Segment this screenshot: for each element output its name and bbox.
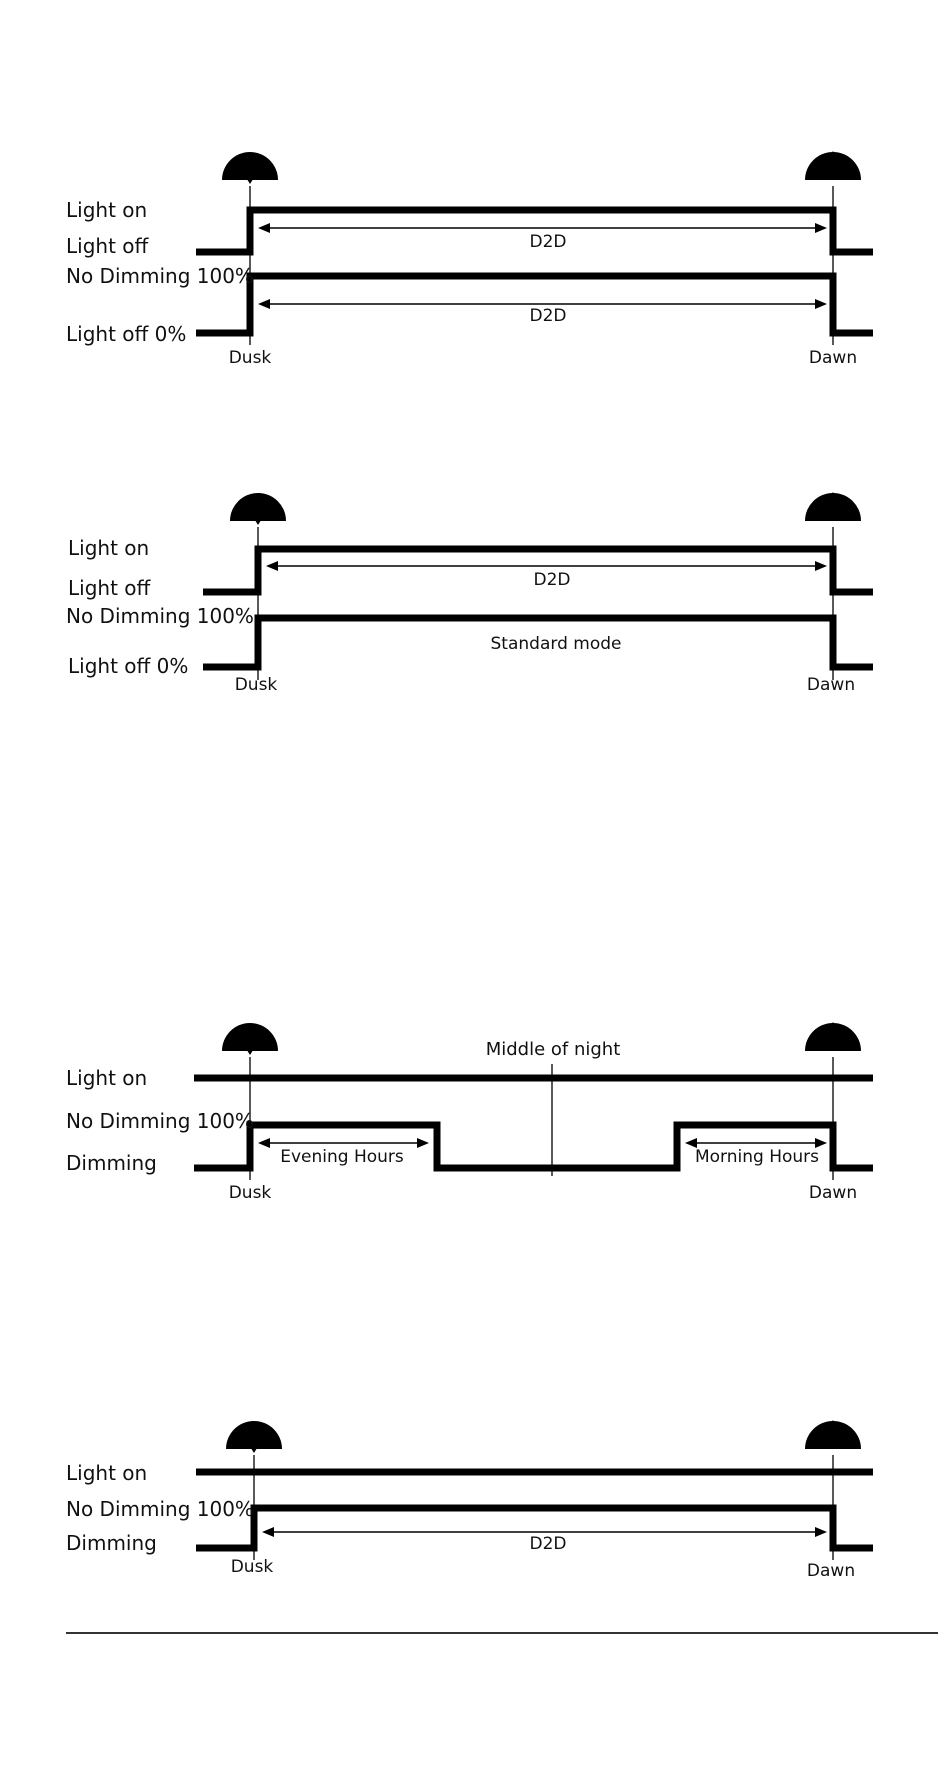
arrowhead-left [266, 561, 278, 571]
arrowhead-left [258, 299, 270, 309]
dawn-label: Dawn [809, 1183, 857, 1203]
arrowhead-right [815, 223, 827, 233]
row-label: Light on [68, 536, 149, 560]
arrowhead-left [262, 1527, 274, 1537]
sunrise-icon [787, 1009, 879, 1051]
row-label: Dimming [66, 1531, 157, 1555]
panel-2: D2D Standard mode Light on Light off No … [66, 479, 879, 695]
arrowhead-right [815, 1527, 827, 1537]
sunset-icon [208, 1407, 300, 1453]
row-label: Light on [66, 198, 147, 222]
sunrise-icon [787, 479, 879, 521]
arrowhead-left [258, 1138, 270, 1148]
arrowhead-right [815, 561, 827, 571]
dusk-label: Dusk [235, 675, 278, 695]
dawn-label: Dawn [807, 675, 855, 695]
row-label: Light on [66, 1461, 147, 1485]
row-label: No Dimming 100% [66, 1109, 254, 1133]
sunset-icon [204, 1009, 296, 1055]
sunrise-icon [787, 138, 879, 180]
dawn-label: Dawn [807, 1561, 855, 1581]
row-label: Light off 0% [66, 322, 186, 346]
span-label: D2D [530, 232, 567, 252]
row-label: Light off [68, 576, 152, 600]
sunset-icon [204, 138, 296, 184]
panel-3: Middle of night Evening Hours Morning Ho… [66, 1009, 879, 1203]
span-label: D2D [530, 306, 567, 326]
mode-label: Standard mode [491, 634, 622, 654]
middle-of-night-label: Middle of night [486, 1039, 621, 1060]
dusk-label: Dusk [229, 1183, 272, 1203]
row-label: Light off [66, 234, 150, 258]
arrowhead-right [417, 1138, 429, 1148]
row-label: No Dimming 100% [66, 604, 254, 628]
sunrise-icon [787, 1407, 879, 1449]
row-label: Dimming [66, 1151, 157, 1175]
dawn-label: Dawn [809, 348, 857, 368]
row-label: No Dimming 100% [66, 264, 254, 288]
morning-hours-label: Morning Hours [695, 1147, 819, 1167]
row-label: Light on [66, 1066, 147, 1090]
arrowhead-left [258, 223, 270, 233]
row-label: Light off 0% [68, 654, 188, 678]
dusk-label: Dusk [229, 348, 272, 368]
sunset-icon [212, 479, 304, 525]
row-label: No Dimming 100% [66, 1497, 254, 1521]
panel-1: D2D D2D Light on Light off No Dimming 10… [66, 138, 879, 368]
span-label: D2D [534, 570, 571, 590]
dusk-label: Dusk [231, 1557, 274, 1577]
evening-hours-label: Evening Hours [280, 1147, 404, 1167]
panel-4: D2D Light on No Dimming 100% Dimming Dus… [66, 1407, 879, 1581]
span-label: D2D [530, 1534, 567, 1554]
arrowhead-right [815, 299, 827, 309]
